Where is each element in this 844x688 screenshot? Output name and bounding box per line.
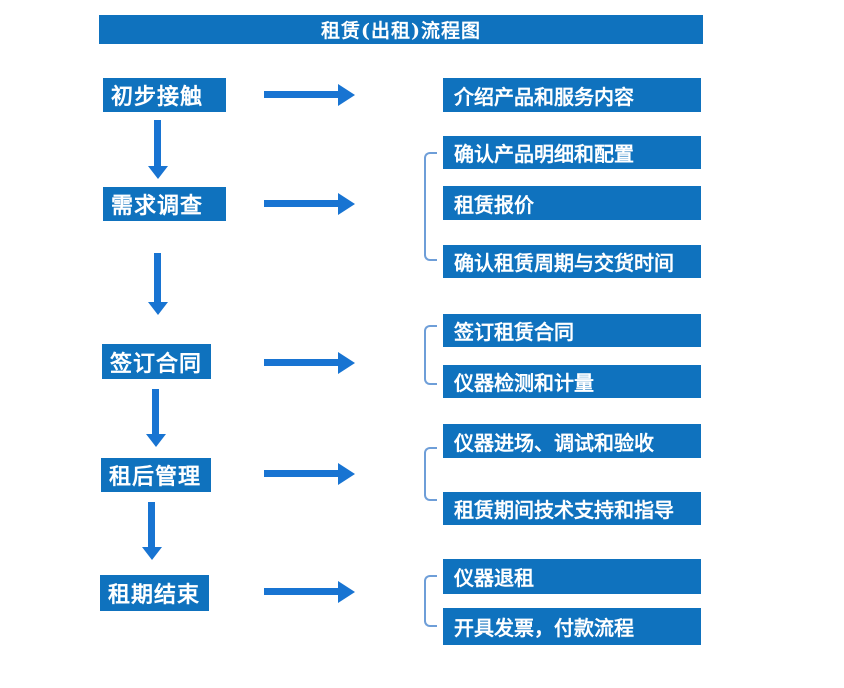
detail-box: 仪器检测和计量 — [443, 365, 701, 398]
detail-box: 确认产品明细和配置 — [443, 136, 701, 169]
group-bracket-demand-survey — [424, 152, 437, 261]
detail-box: 租赁期间技术支持和指导 — [443, 492, 701, 525]
arrow-right-icon — [264, 470, 338, 477]
group-bracket-sign-contract — [424, 325, 437, 385]
detail-box: 确认租赁周期与交货时间 — [443, 245, 701, 278]
arrow-right-icon — [264, 91, 338, 98]
arrow-down-icon — [154, 253, 161, 302]
step-box-demand-survey: 需求调查 — [103, 187, 226, 221]
arrow-down-icon — [152, 389, 159, 434]
arrow-right-icon — [264, 588, 338, 595]
step-box-initial-contact: 初步接触 — [103, 78, 226, 112]
flowchart-title: 租赁(出租)流程图 — [99, 15, 703, 44]
detail-box: 签订租赁合同 — [443, 314, 701, 347]
group-bracket-post-rental-management — [424, 447, 437, 501]
detail-box: 仪器退租 — [443, 559, 701, 594]
step-box-rental-end: 租期结束 — [100, 575, 209, 611]
arrow-down-icon — [148, 502, 155, 547]
detail-box: 开具发票，付款流程 — [443, 608, 701, 645]
arrow-down-icon — [154, 120, 161, 166]
step-box-sign-contract: 签订合同 — [102, 344, 211, 379]
detail-box: 介绍产品和服务内容 — [443, 78, 701, 112]
arrow-right-icon — [264, 200, 338, 207]
group-bracket-rental-end — [424, 575, 437, 627]
step-box-post-rental-management: 租后管理 — [101, 458, 211, 492]
detail-box: 租赁报价 — [443, 186, 701, 220]
detail-box: 仪器进场、调试和验收 — [443, 424, 701, 458]
arrow-right-icon — [264, 359, 338, 366]
